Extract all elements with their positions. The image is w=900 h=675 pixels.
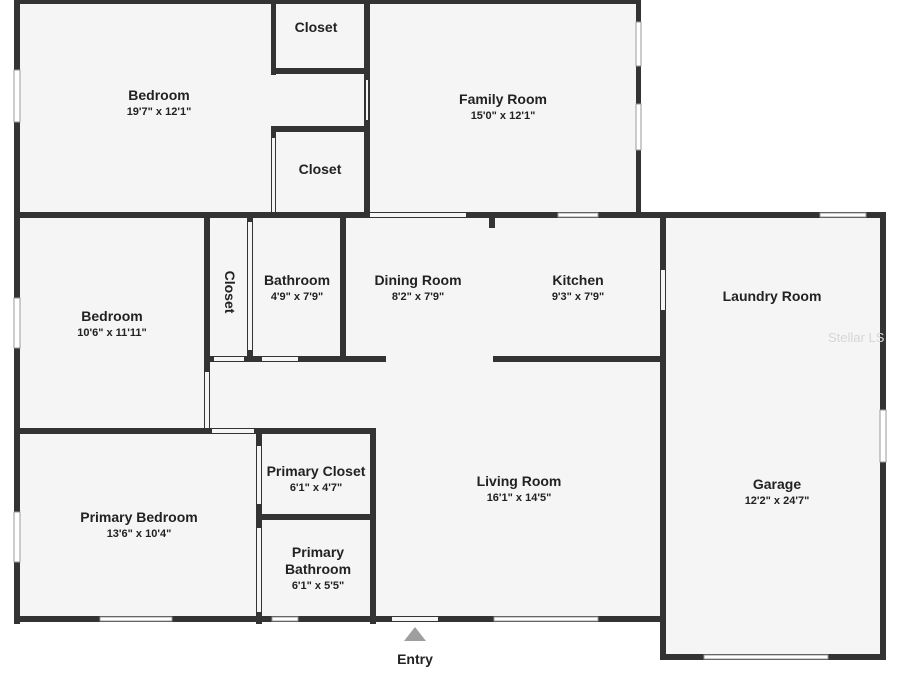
floor-garage bbox=[662, 214, 886, 658]
room-name-primary-bedroom: Primary Bedroom bbox=[80, 509, 197, 525]
window bbox=[635, 103, 642, 151]
door-openings bbox=[205, 80, 665, 621]
window bbox=[557, 212, 599, 218]
window bbox=[13, 69, 21, 123]
entry-arrow-icon bbox=[404, 627, 426, 641]
room-name-primary-bathroom-line1: Primary bbox=[292, 544, 344, 560]
floor-family-room bbox=[370, 0, 640, 218]
room-dims-bedroom-top: 19'7" x 12'1" bbox=[127, 106, 192, 118]
room-name-family-room: Family Room bbox=[459, 91, 547, 107]
room-name-closet-vertical: Closet bbox=[222, 271, 238, 314]
room-name-closet-mid: Closet bbox=[299, 161, 342, 177]
room-name-bathroom: Bathroom bbox=[264, 272, 330, 288]
room-dims-primary-bedroom: 13'6" x 10'4" bbox=[107, 528, 172, 540]
room-dims-primary-closet: 6'1" x 4'7" bbox=[290, 482, 342, 494]
window bbox=[635, 21, 642, 67]
window bbox=[13, 297, 21, 349]
floor-bedroom-top bbox=[14, 0, 370, 218]
room-name-dining-room: Dining Room bbox=[374, 272, 461, 288]
window bbox=[13, 511, 21, 563]
room-name-living-room: Living Room bbox=[477, 473, 562, 489]
room-dims-primary-bathroom: 6'1" x 5'5" bbox=[292, 580, 344, 592]
window bbox=[819, 212, 867, 218]
room-name-primary-bathroom-line2: Bathroom bbox=[285, 561, 351, 577]
room-dims-kitchen: 9'3" x 7'9" bbox=[552, 291, 604, 303]
room-dims-living-room: 16'1" x 14'5" bbox=[487, 492, 552, 504]
room-dims-dining-room: 8'2" x 7'9" bbox=[392, 291, 444, 303]
room-name-garage: Garage bbox=[753, 476, 801, 492]
room-floors bbox=[14, 0, 886, 658]
window bbox=[879, 409, 887, 463]
floor-main-block bbox=[14, 214, 664, 622]
room-dims-garage: 12'2" x 24'7" bbox=[745, 495, 810, 507]
room-dims-family-room: 15'0" x 12'1" bbox=[471, 110, 536, 122]
room-name-bedroom-top: Bedroom bbox=[128, 87, 189, 103]
window bbox=[271, 616, 299, 622]
room-name-closet-top: Closet bbox=[295, 19, 338, 35]
entry-label: Entry bbox=[397, 651, 433, 667]
room-dims-bathroom: 4'9" x 7'9" bbox=[271, 291, 323, 303]
room-name-laundry-room: Laundry Room bbox=[723, 288, 822, 304]
room-name-kitchen: Kitchen bbox=[552, 272, 603, 288]
room-dims-bedroom-mid: 10'6" x 11'11" bbox=[77, 327, 147, 339]
window bbox=[493, 616, 599, 622]
window bbox=[703, 654, 829, 660]
room-labels: Bedroom 19'7" x 12'1" Closet Closet Fami… bbox=[77, 19, 821, 592]
windows bbox=[13, 21, 887, 660]
room-name-primary-closet: Primary Closet bbox=[267, 463, 366, 479]
watermark: Stellar LS bbox=[828, 330, 885, 345]
room-name-bedroom-mid: Bedroom bbox=[81, 308, 142, 324]
window bbox=[99, 616, 173, 622]
